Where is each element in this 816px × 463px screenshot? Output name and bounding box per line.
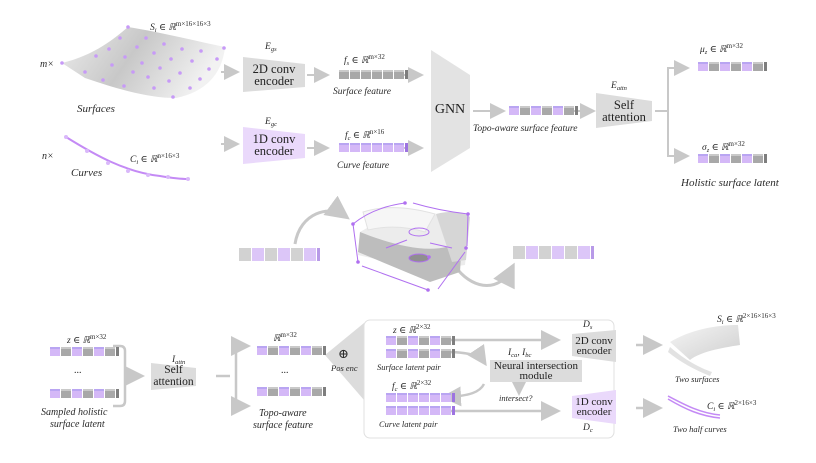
curve-encoder-line1: 1D conv: [252, 132, 296, 146]
curve-feature-label: Curve feature: [337, 161, 390, 171]
curve-pair-vector-2: [386, 406, 455, 415]
self-attention-line1: Self: [613, 98, 635, 112]
bottom-topo-vector-1: [257, 346, 326, 355]
surface-feature-formula: fs ∈ ℝm×32: [344, 53, 385, 67]
bottom-self-attention-line2: attention: [153, 376, 194, 388]
self-attention-line2: attention: [602, 110, 646, 124]
intersect-question: intersect?: [499, 393, 533, 403]
mu-vector: [698, 62, 767, 71]
surface-pair-label: Surface latent pair: [377, 362, 441, 372]
holistic-latent-label: Holistic surface latent: [681, 177, 779, 189]
sampled-latent-vector-2: [50, 389, 119, 398]
curved-arrow-in: [293, 195, 350, 245]
gnn-block-shape: [431, 50, 470, 172]
curve-pair-vector-1: [386, 393, 455, 402]
sigma-vector: [698, 154, 767, 163]
surface-decoder-block: 2D conv encoder: [572, 335, 616, 357]
two-surfaces-label: Two surfaces: [675, 374, 720, 384]
pos-enc-shape: [325, 323, 364, 400]
surface-encoder-symbol: Egs: [265, 42, 277, 53]
two-half-curves-illustration: [667, 395, 721, 419]
self-attention-shape: [596, 93, 652, 128]
surface-feature-label: Surface feature: [333, 87, 391, 97]
two-curves-formula: Ci ∈ ℝ2×16×3: [707, 399, 757, 413]
surface-decoder-symbol: Ds: [583, 320, 593, 331]
middle-input-vector: [239, 248, 320, 261]
curve-feature-vector: [339, 143, 408, 152]
curves-label: Curves: [71, 167, 103, 179]
self-attention-block: Self attention: [596, 98, 652, 124]
cad-model-illustration: [351, 201, 470, 292]
two-surfaces-illustration: [668, 325, 740, 376]
sigma-formula: σz ∈ ℝm×32: [702, 140, 745, 154]
surface-patch-illustration: [60, 25, 226, 99]
bottom-topo-ellipsis: ...: [281, 365, 289, 376]
sampled-latent-ellipsis: ...: [74, 365, 82, 376]
intersection-line1: Neural intersection: [494, 359, 578, 372]
bottom-topo-vector-2: [257, 387, 326, 396]
surface-decoder-shape: [572, 330, 616, 362]
surfaces-label: Surfaces: [77, 103, 115, 115]
bottom-self-attention-block: Self attention: [151, 364, 196, 388]
surface-encoder-line2: encoder: [254, 74, 294, 88]
sampled-latent-label-1: Sampled holistic: [41, 407, 108, 418]
topo-feature-label: Topo-aware surface feature: [473, 124, 578, 134]
surface-decoder-line2: encoder: [576, 345, 612, 357]
sampled-latent-formula: z ∈ ℝm×32: [67, 333, 107, 346]
bottom-topo-label-2: surface feature: [253, 420, 313, 431]
intersection-module-block: Neural intersection module: [490, 360, 582, 382]
bottom-topo-label-1: Topo-aware: [259, 408, 307, 419]
curve-decoder-shape: [572, 390, 616, 424]
surface-pair-vector-1: [386, 336, 455, 345]
bottom-self-attention-line1: Self: [164, 364, 183, 376]
intersection-symbols: Ica, Ibc: [508, 348, 532, 359]
surface-encoder-line1: 2D conv: [252, 62, 296, 76]
curved-arrow-out: [456, 262, 515, 290]
curve-pair-label: Curve latent pair: [379, 419, 438, 429]
curve-encoder-shape: [243, 127, 305, 164]
surface-feature-vector: [339, 70, 408, 79]
arrows-top: [221, 68, 686, 164]
two-surfaces-formula: Si ∈ ℝ2×16×16×3: [717, 312, 776, 326]
sampled-latent-label-2: surface latent: [50, 419, 105, 430]
arrows-bottom: [113, 330, 663, 421]
surface-pair-formula: z ∈ ℝ2×32: [393, 323, 431, 336]
curve-encoder-block: 1D conv encoder: [243, 132, 305, 158]
intersection-module-shape: [490, 360, 582, 382]
intersection-line2: module: [519, 370, 553, 382]
curve-encoder-symbol: Egc: [265, 117, 277, 128]
curve-formula: Ci ∈ ℝn×16×3: [130, 152, 180, 166]
pos-enc-label: Pos enc: [331, 363, 358, 373]
bottom-self-attention-shape: [151, 363, 196, 390]
pos-enc-icon: ⊕: [338, 346, 349, 361]
decoder-module-frame: [363, 319, 615, 439]
curve-decoder-line1: 1D conv: [575, 395, 613, 408]
curve-decoder-line2: encoder: [576, 406, 612, 418]
middle-output-vector: [513, 246, 594, 259]
bottom-topo-formula: ℝm×32: [273, 331, 297, 344]
two-curves-label: Two half curves: [673, 424, 727, 434]
surface-decoder-line1: 2D conv: [575, 334, 613, 347]
bottom-self-attention-symbol: Iattn: [172, 355, 186, 366]
curve-illustration: [64, 135, 190, 181]
surface-encoder-block: 2D conv encoder: [243, 62, 305, 88]
topo-feature-vector: [509, 106, 578, 115]
curve-decoder-symbol: Dc: [583, 423, 593, 434]
surface-pair-vector-2: [386, 349, 455, 358]
curve-encoder-line2: encoder: [254, 144, 294, 158]
surface-encoder-shape: [243, 57, 305, 92]
gnn-label: GNN: [434, 102, 466, 117]
self-attention-symbol: Eattn: [611, 81, 627, 92]
surface-formula: Si ∈ ℝm×16×16×3: [150, 20, 211, 34]
mu-formula: μz ∈ ℝm×32: [700, 42, 744, 56]
curve-multiplier: n×: [42, 151, 54, 162]
surface-multiplier: m×: [40, 59, 54, 70]
curve-decoder-block: 1D conv encoder: [572, 396, 616, 418]
curve-pair-formula: fc ∈ ℝ2×32: [392, 379, 432, 393]
curve-feature-formula: fc ∈ ℝn×16: [345, 128, 385, 142]
sampled-latent-vector-1: [50, 347, 119, 356]
